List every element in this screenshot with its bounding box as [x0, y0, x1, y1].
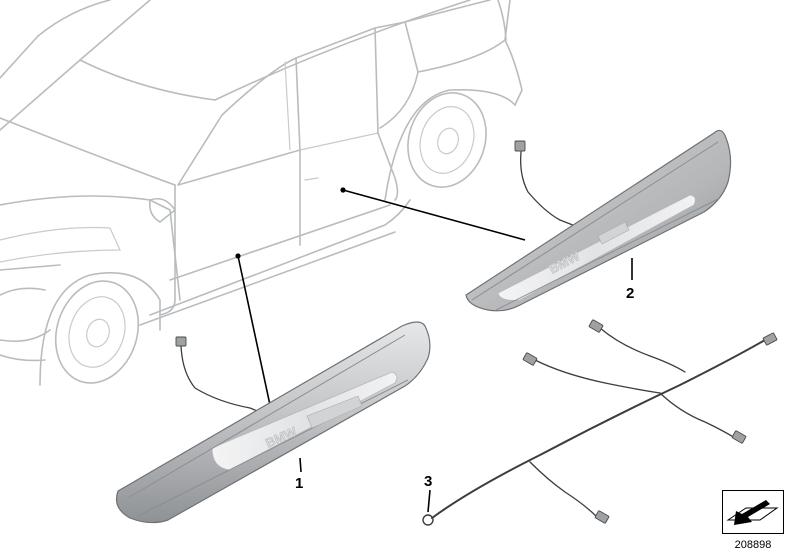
connector-plug-icon	[175, 336, 187, 347]
wiring-harness[interactable]	[422, 319, 778, 526]
callout-2[interactable]: 2	[626, 285, 634, 302]
callout-1[interactable]: 1	[295, 475, 303, 492]
document-number: 208898	[734, 539, 772, 551]
connector-plug-icon	[762, 332, 778, 346]
leader-dot-rear	[340, 187, 346, 193]
harness-branch-1	[599, 327, 686, 373]
callout-3[interactable]: 3	[424, 473, 432, 490]
arrow-down-left-icon[interactable]	[722, 490, 784, 534]
vehicle-outline	[0, 0, 523, 386]
connector-plug-icon	[514, 140, 526, 152]
sill-cable-front	[180, 344, 263, 415]
connector-plug-icon	[594, 510, 610, 524]
harness-branch-3	[659, 392, 736, 439]
connector-plug-icon	[522, 352, 538, 366]
harness-trunk	[431, 339, 766, 519]
callout-tick-1	[299, 457, 302, 473]
harness-branch-4	[529, 461, 598, 518]
ground-eyelet-icon	[422, 514, 434, 526]
connector-plug-icon	[588, 319, 604, 333]
leader-lines	[235, 187, 633, 513]
leader-line-front	[237, 255, 271, 406]
connector-plug-icon	[731, 430, 747, 444]
harness-branch-2	[534, 359, 661, 394]
door-sill-front[interactable]: BMW	[115, 321, 431, 524]
door-sill-rear[interactable]: BMW	[465, 129, 732, 312]
callout-tick-3	[427, 489, 431, 513]
leader-dot-front	[235, 253, 241, 259]
leader-line-rear	[342, 189, 526, 241]
